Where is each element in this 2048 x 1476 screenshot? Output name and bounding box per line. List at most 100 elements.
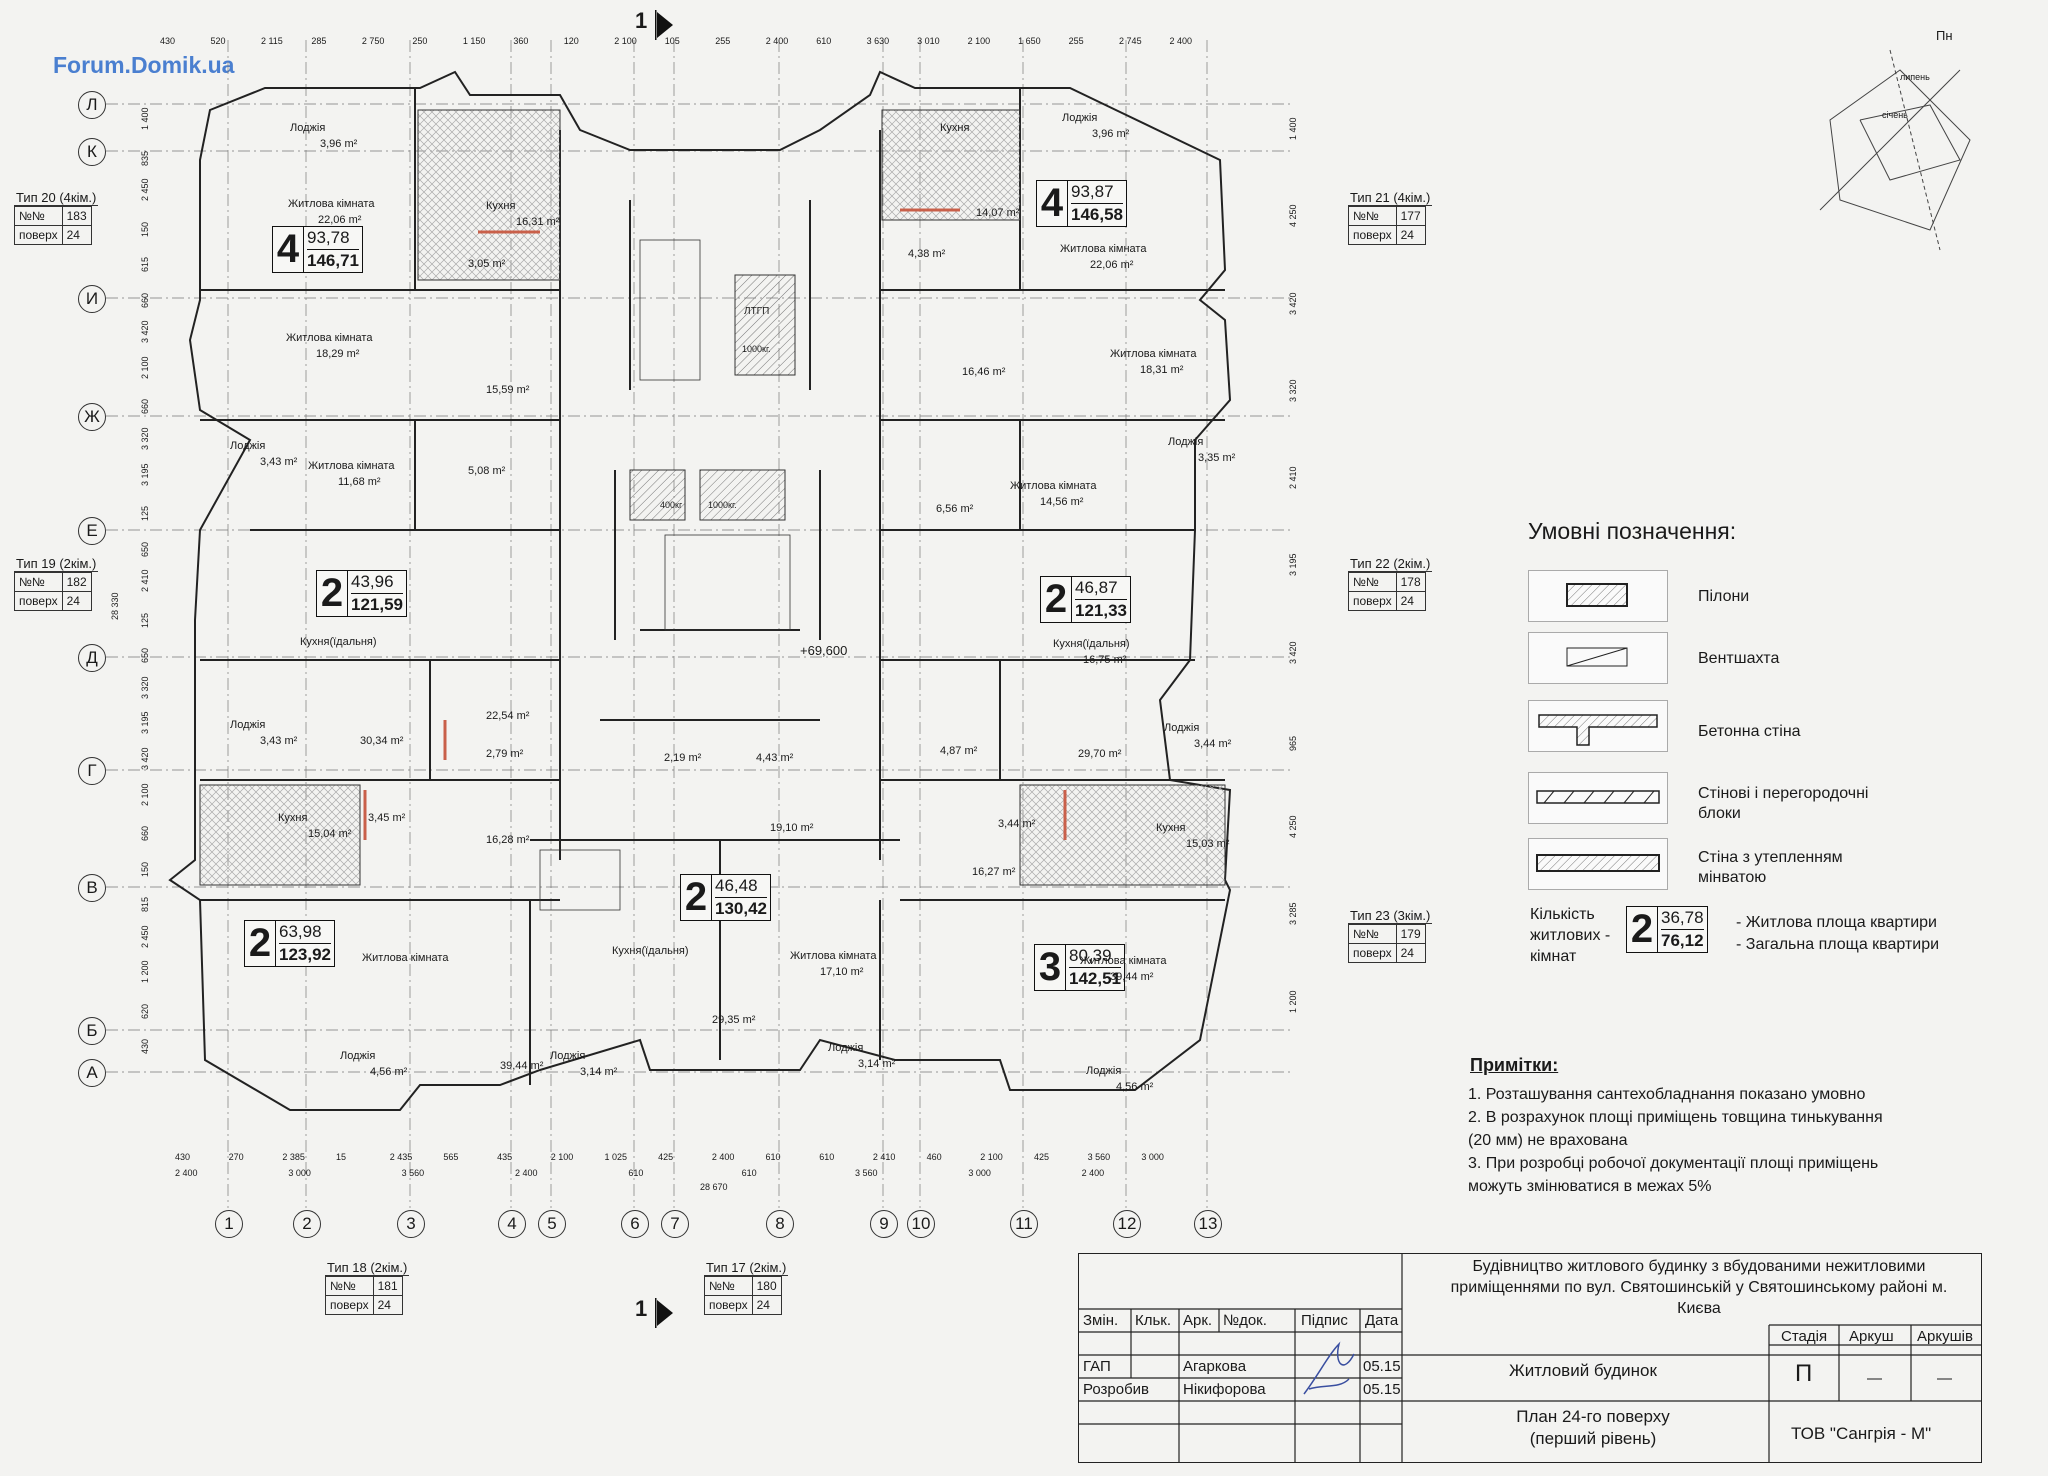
dimension-label: 4 250 [1288, 815, 1298, 839]
row-axis-bubble: И [78, 285, 106, 313]
dimension-label: 15 [336, 1152, 347, 1162]
lift-label-1: 1000кг. [742, 344, 771, 354]
hdr-qty: Кльк. [1135, 1312, 1172, 1329]
dimension-label: 2 410 [140, 569, 150, 593]
dimension-label: 2 400 [1169, 36, 1193, 46]
room-area: 39,44 m² [1110, 971, 1154, 983]
name-author: Нікифорова [1183, 1381, 1266, 1398]
room-area: 3,14 m² [580, 1066, 618, 1078]
col-axis-bubble: 2 [293, 1210, 321, 1238]
dimension-label: 2 435 [389, 1152, 413, 1162]
room-area: 3,96 m² [1092, 128, 1130, 140]
dimension-label: 2 745 [1119, 36, 1142, 46]
dimension-label: 3 560 [401, 1168, 425, 1178]
dimension-label: 2 400 [175, 1168, 198, 1178]
dimension-label: 4 250 [1288, 204, 1298, 228]
legend-swatch-insulated [1528, 838, 1668, 890]
room-area: 3,05 m² [468, 258, 506, 270]
lift-label-2: 400кг [660, 500, 683, 510]
room-area: 5,08 m² [468, 465, 506, 477]
col-axis-bubble: 5 [538, 1210, 566, 1238]
dimension-label: 2 100 [140, 783, 150, 806]
dimension-label: 650 [140, 541, 150, 557]
section-arrow-top [655, 10, 673, 40]
room-name: Кухня [486, 200, 516, 212]
role-gap: ГАП [1083, 1358, 1111, 1375]
project-title: Будівництво житлового будинку з вбудован… [1450, 1258, 1948, 1317]
dimension-label: 150 [140, 861, 150, 877]
hdr-sheets: Аркушів [1917, 1328, 1973, 1345]
row-axis-bubble: Е [78, 517, 106, 545]
row-axis-bubble: А [78, 1059, 106, 1087]
dimension-label: 2 400 [1081, 1168, 1105, 1178]
dimension-label: 3 420 [140, 320, 150, 344]
col-axis-bubble: 9 [870, 1210, 898, 1238]
room-area: 15,04 m² [308, 828, 352, 840]
col-axis-bubble: 7 [661, 1210, 689, 1238]
col-axis-bubble: 8 [766, 1210, 794, 1238]
dimension-label: 1 025 [604, 1152, 627, 1162]
dimension-label: 620 [140, 1003, 150, 1019]
legend-sample-label: Кількість житлових - кімнат [1530, 906, 1611, 965]
room-name: Лоджія [1168, 436, 1204, 448]
dimension-label: 435 [497, 1152, 513, 1162]
room-name: Лоджія [230, 440, 266, 452]
role-author: Розробив [1083, 1381, 1150, 1398]
dimension-label: 1 400 [1288, 117, 1298, 140]
row-axis-bubble: К [78, 138, 106, 166]
hdr-sheet-no: Аркуш [1849, 1328, 1894, 1345]
room-area: 16,28 m² [486, 834, 530, 846]
dimension-label: 565 [443, 1152, 459, 1162]
dimension-label: 250 [412, 36, 428, 46]
legend-concrete: Бетонна стіна [1698, 723, 1801, 740]
room-area: 30,34 m² [360, 735, 404, 747]
room-name: Лоджія [1164, 722, 1200, 734]
room-name: Житлова кімната [308, 460, 395, 472]
room-area: 14,07 m² [976, 207, 1020, 219]
dimension-label: 120 [563, 36, 579, 46]
dimension-label: 2 100 [967, 36, 991, 46]
dimension-label: 3 320 [140, 676, 150, 699]
row-axis-bubble: Б [78, 1017, 106, 1045]
dimension-label: 430 [140, 1039, 150, 1055]
dimension-label: 125 [140, 506, 150, 522]
notes-title: Примітки: [1470, 1055, 1559, 1075]
lift-shafts [629, 274, 796, 521]
dimension-label: 2 400 [515, 1168, 538, 1178]
dimension-label: 2 100 [614, 36, 637, 46]
room-area: 29,35 m² [712, 1014, 756, 1026]
date-author: 05.15 [1363, 1381, 1401, 1398]
dimension-label: 3 010 [917, 36, 940, 46]
row-axis-bubble: Ж [78, 403, 106, 431]
level-mark: +69,600 [800, 643, 848, 658]
room-area: 15,03 m² [1186, 838, 1230, 850]
room-name: Кухня(їдальня) [300, 636, 377, 648]
room-area: 3,43 m² [260, 456, 298, 468]
dimension-label: 3 420 [1288, 641, 1298, 664]
name-gap: Агаркова [1183, 1358, 1247, 1375]
dimension-label: 2 400 [711, 1152, 735, 1162]
dimension-label: 3 420 [140, 747, 150, 770]
room-area: 18,29 m² [316, 348, 360, 360]
kitchen-hatch [199, 109, 1226, 886]
stage-value: П [1795, 1360, 1813, 1387]
hdr-stage: Стадія [1781, 1328, 1828, 1345]
room-area: 39,44 m² [500, 1060, 544, 1072]
dimension-label: 615 [140, 257, 150, 273]
dimension-label: 2 385 [282, 1152, 305, 1162]
compass-rose [1819, 49, 1971, 251]
stairs [539, 239, 791, 911]
signature-image [1303, 1341, 1355, 1395]
dimension-label: 2 750 [361, 36, 385, 46]
room-area: 3,43 m² [260, 735, 298, 747]
room-area: 3,44 m² [1194, 738, 1232, 750]
